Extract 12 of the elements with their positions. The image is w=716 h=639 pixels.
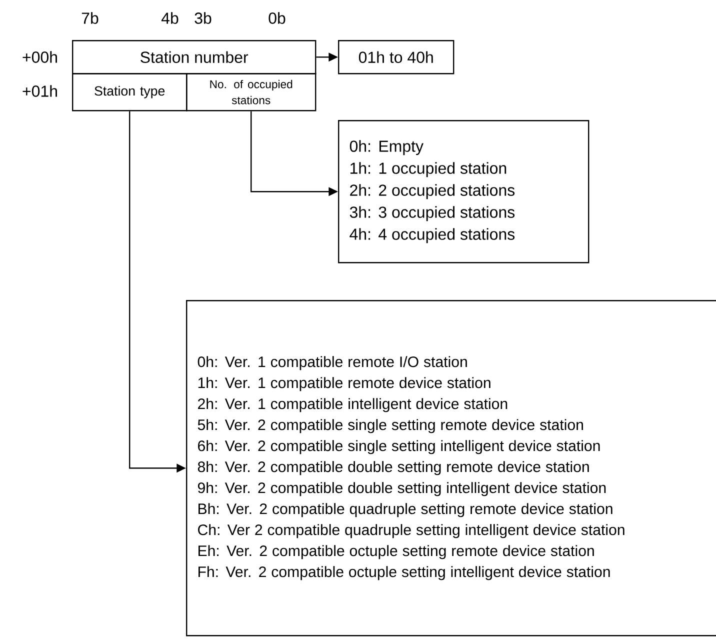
offset-label: +01h xyxy=(22,85,57,97)
bit-label: 0b xyxy=(268,12,286,24)
value-list-box: 0h: Empty 1h: 1 occupied station 2h: 2 occupied stations 3h: 3 occupied stations 4h: 4 occupied stations xyxy=(338,120,590,264)
bit-label: 4b xyxy=(161,12,178,24)
bit-label: 7b xyxy=(82,12,98,24)
field-box: No. of occupied stations xyxy=(186,73,316,112)
field-box: Station type xyxy=(72,73,188,112)
field-box: Station number xyxy=(72,40,316,74)
bit-label: 3b xyxy=(194,12,212,24)
value-list-box: 0h: Ver. 1 compatible remote I/O station 1h: Ver. 1 compatible remote device station 2h: Ver. 1 compatible intelligent device station 5h: Ver. 2 compatible single setting remote device station 6h: Ver. 2 compatible single setting intelligent device station 8h: Ver. 2 compatible double setting remote device station 9h: Ver. 2 compatible double setting intelligent device station Bh: Ver. 2 compatible quadruple setting remote device station Ch: Ver 2 compatible quadruple setting intelligent device station Eh: Ver. 2 compatible octuple setting remote device station Fh: Ver. 2 compatible octuple setting intelligent device station xyxy=(186,300,716,636)
offset-label: +00h xyxy=(22,51,57,63)
value-box: 01h to 40h xyxy=(338,40,454,74)
